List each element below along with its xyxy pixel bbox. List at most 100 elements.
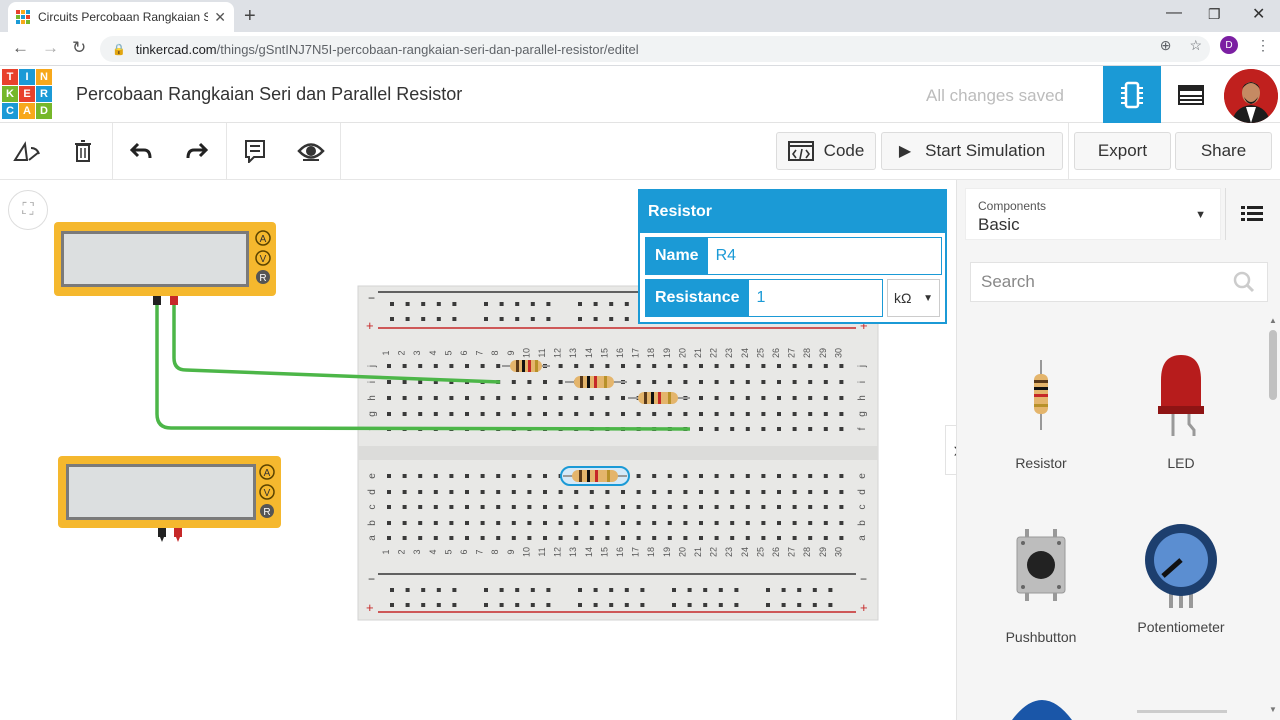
circuit-drawing: − + + − − + + 11223344556677889910101111… [54,222,879,621]
column-number: 30 [833,348,843,358]
components-dropdown[interactable]: Components Basic ▼ [965,188,1221,240]
row-letter: f [857,427,868,430]
column-number: 24 [740,547,750,557]
components-label: Components [978,199,1047,213]
notes-icon [245,140,265,163]
name-label: Name [646,238,708,274]
row-letter: b [857,520,868,526]
forward-icon[interactable]: → [42,38,59,57]
column-number: 26 [771,547,781,557]
tab-title: Circuits Percobaan Rangkaian Se [38,10,209,24]
column-number: 13 [568,348,578,358]
components-value: Basic [978,215,1020,234]
multimeter-1: A V R [54,222,276,305]
scrollbar-thumb[interactable] [1269,330,1277,400]
resistance-input[interactable]: 1 [756,289,766,306]
column-number: 29 [818,348,828,358]
resistor-inspector: Resistor Name R4 Resistance 1 kΩ ▼ [638,189,947,324]
notes-button[interactable] [238,135,272,167]
minimize-icon[interactable]: — [1166,4,1182,21]
rotate-button[interactable] [10,135,44,167]
row-letter: c [857,505,868,510]
component-label: Pushbutton [1005,629,1077,645]
unit-select[interactable]: kΩ ▼ [887,279,940,317]
component-pushbutton[interactable]: Pushbutton [971,515,1111,645]
start-simulation-button[interactable]: ▶ Start Simulation [881,132,1063,170]
column-number: 4 [428,549,438,554]
fit-view-icon[interactable]: ⛶ [8,190,48,230]
mode-label-v: V [260,254,267,265]
mode-label-r: R [263,507,270,518]
new-tab-icon[interactable]: + [244,5,256,27]
next-component-preview [1012,700,1072,720]
resistance-field-row: Resistance 1 [645,279,883,317]
resistor-r1 [502,360,550,372]
zoom-icon[interactable]: ⊕ [1159,36,1172,53]
app-header: T I N K E R C A D Percobaan Rangkaian Se… [0,66,1280,123]
row-letter: i [367,381,378,383]
column-number: 9 [506,350,516,355]
search-placeholder: Search [981,272,1035,291]
column-number: 15 [599,348,609,358]
column-number: 11 [537,348,547,357]
url-field[interactable]: 🔒 tinkercad.com /things/gSntINJ7N5I-perc… [100,36,1210,62]
column-number: 12 [553,547,563,557]
bookmark-star-icon[interactable]: ☆ [1189,36,1202,53]
column-number: 8 [490,350,500,355]
column-number: 16 [615,348,625,358]
code-icon [787,141,814,161]
pushbutton-icon [1016,529,1066,601]
delete-button[interactable] [66,135,100,167]
svg-text:+: + [860,318,868,333]
component-led[interactable]: LED [1111,345,1251,471]
project-title[interactable]: Percobaan Rangkaian Seri dan Parallel Re… [76,84,463,104]
search-input[interactable]: Search [970,262,1268,302]
profile-avatar[interactable]: D [1220,36,1238,54]
reload-icon[interactable]: ↻ [72,38,87,57]
code-button[interactable]: Code [776,132,876,170]
mode-label-r: R [259,273,266,284]
table-icon [1178,84,1204,105]
export-button[interactable]: Export [1074,132,1171,170]
row-letter: j [857,365,868,368]
component-resistor[interactable]: Resistor [971,345,1111,471]
inspector-title: Resistor [640,191,945,233]
undo-button[interactable] [124,135,158,167]
column-number: 30 [833,547,843,557]
list-view-button[interactable] [1225,188,1277,240]
close-window-icon[interactable]: ✕ [1252,6,1266,23]
component-list-button[interactable] [1163,66,1219,123]
maximize-icon[interactable]: ❐ [1208,6,1221,22]
svg-text:+: + [366,318,374,333]
list-icon [1240,206,1263,221]
name-input[interactable]: R4 [715,247,737,264]
column-number: 7 [475,350,485,355]
component-potentiometer[interactable]: Potentiometer [1111,515,1251,635]
column-number: 2 [397,549,407,554]
user-avatar[interactable] [1224,69,1278,123]
scroll-down-icon[interactable]: ▼ [1269,705,1277,714]
browser-menu-icon[interactable]: ⋮ [1256,36,1270,53]
trash-icon [75,140,91,162]
column-number: 14 [584,547,594,557]
share-button[interactable]: Share [1175,132,1272,170]
tinkercad-logo[interactable]: T I N K E R C A D [2,69,52,119]
column-number: 4 [428,350,438,355]
browser-tab[interactable]: Circuits Percobaan Rangkaian Se ✕ [8,2,234,32]
column-number: 21 [693,547,703,557]
column-number: 25 [755,547,765,557]
column-number: 18 [646,547,656,557]
caret-down-icon: ▼ [1195,209,1206,221]
circuit-view-button[interactable] [1103,66,1161,123]
visibility-button[interactable] [294,135,328,167]
row-letter: g [857,411,868,417]
scroll-up-icon[interactable]: ▲ [1269,316,1277,325]
unit-value: kΩ [894,290,912,306]
undo-icon [130,142,152,159]
row-letter: d [367,489,378,495]
back-icon[interactable]: ← [12,38,29,57]
redo-button[interactable] [180,135,214,167]
resistor-icon [1034,360,1048,430]
close-tab-icon[interactable]: ✕ [214,8,226,25]
column-number: 21 [693,348,703,358]
